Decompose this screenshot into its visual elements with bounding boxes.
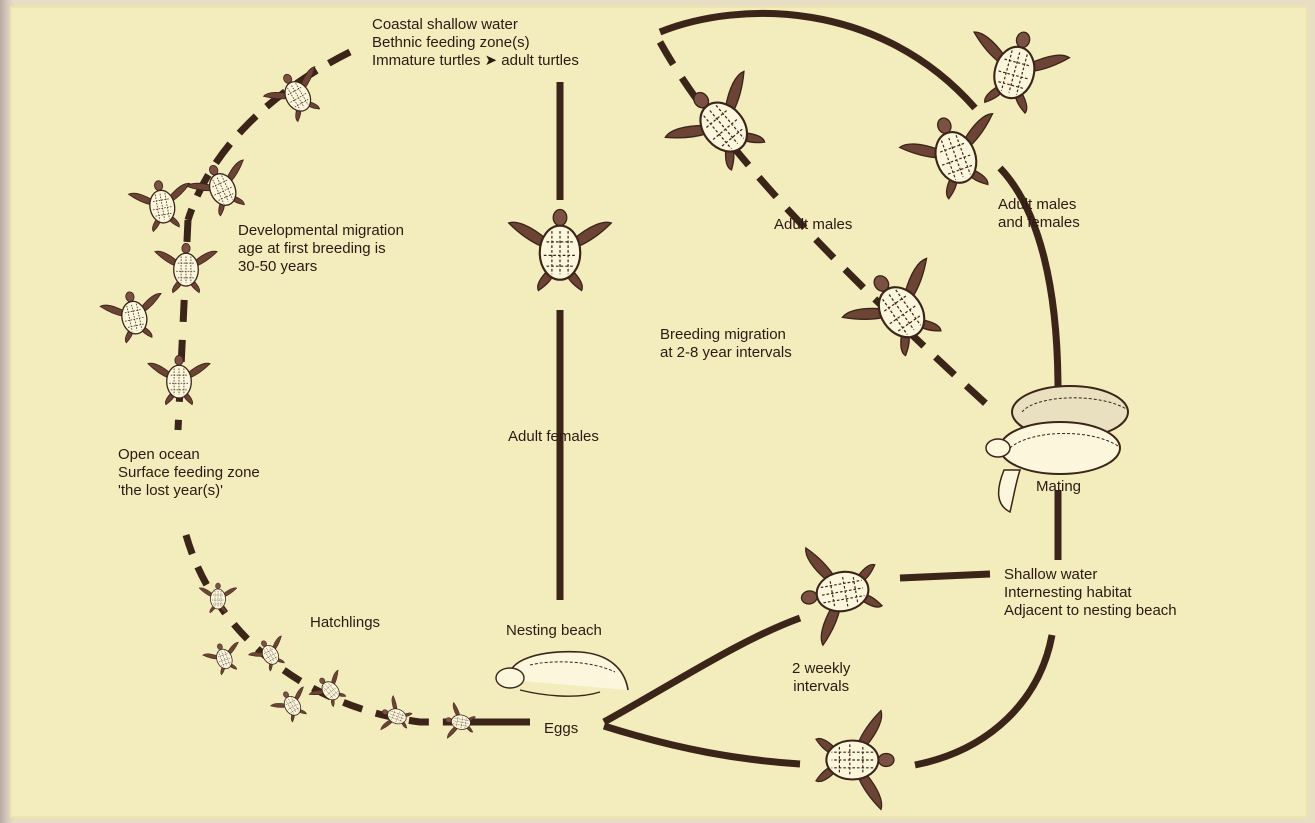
migrating-turtle bbox=[835, 247, 966, 372]
adult-females-label: Adult females bbox=[508, 428, 599, 446]
developmental-line-3: 30-50 years bbox=[238, 258, 404, 276]
breeding-migration-label: Breeding migration at 2-8 year intervals bbox=[660, 326, 792, 362]
adult-males-females-label: Adult males and females bbox=[998, 196, 1080, 232]
eggs-to-lower-loop bbox=[604, 726, 800, 764]
developmental-line-2: age at first breeding is bbox=[238, 240, 404, 258]
turtle-icon bbox=[98, 285, 169, 346]
adult-turtle bbox=[895, 101, 1015, 208]
life-cycle-paths bbox=[178, 13, 1058, 765]
weekly-line-2: intervals bbox=[792, 678, 850, 696]
turtle-icon bbox=[199, 583, 237, 613]
coastal-zone-label: Coastal shallow water Bethnic feeding zo… bbox=[372, 16, 579, 70]
shallow-line-2: Internesting habitat bbox=[1004, 584, 1177, 602]
breeding-arc-top bbox=[660, 13, 975, 108]
coastal-line-3: Immature turtles ➤ adult turtles bbox=[372, 52, 579, 70]
coastal-line-1: Coastal shallow water bbox=[372, 16, 579, 34]
turtle-icon bbox=[201, 637, 247, 678]
turtle-icon bbox=[260, 60, 335, 130]
breeding-line-1: Breeding migration bbox=[660, 326, 792, 344]
shallow-water-label: Shallow water Internesting habitat Adjac… bbox=[1004, 566, 1177, 620]
hatchlings-label: Hatchlings bbox=[310, 614, 380, 632]
adult-males-females-line-1: Adult males bbox=[998, 196, 1080, 214]
weekly-intervals-label: 2 weekly intervals bbox=[792, 660, 850, 696]
nesting-beach-label: Nesting beach bbox=[506, 622, 602, 640]
eggs-to-upper-loop bbox=[604, 618, 800, 722]
open-ocean-line-1: Open ocean bbox=[118, 446, 260, 464]
developmental-migration-label: Developmental migration age at first bre… bbox=[238, 222, 404, 276]
eggs-label: Eggs bbox=[544, 720, 578, 738]
immature-turtles-text: Immature turtles bbox=[372, 52, 480, 69]
internesting-turtle-lower bbox=[816, 711, 894, 810]
nesting-beach-turtle bbox=[496, 652, 628, 696]
open-ocean-label: Open ocean Surface feeding zone 'the los… bbox=[118, 446, 260, 500]
developmental-line-1: Developmental migration bbox=[238, 222, 404, 240]
turtle-icon bbox=[148, 355, 210, 404]
coastal-line-2: Bethnic feeding zone(s) bbox=[372, 34, 579, 52]
open-ocean-line-3: 'the lost year(s)' bbox=[118, 482, 260, 500]
upper-loop-to-shallow bbox=[900, 574, 990, 578]
hatchling-turtles bbox=[199, 583, 477, 742]
shallow-line-1: Shallow water bbox=[1004, 566, 1177, 584]
adult-male-turtle bbox=[657, 61, 788, 189]
adult-turtles-text: adult turtles bbox=[501, 52, 579, 69]
turtle-icon bbox=[268, 683, 316, 728]
adult-males-females-line-2: and females bbox=[998, 214, 1080, 232]
turtle-icon bbox=[155, 243, 217, 292]
mating-label: Mating bbox=[1036, 478, 1081, 496]
adult-female-turtle bbox=[509, 210, 612, 291]
weekly-line-1: 2 weekly bbox=[792, 660, 850, 678]
lower-loop-to-shallow bbox=[915, 635, 1052, 765]
shallow-line-3: Adjacent to nesting beach bbox=[1004, 602, 1177, 620]
turtle-icon bbox=[183, 153, 260, 224]
adult-males-label: Adult males bbox=[774, 216, 852, 234]
internesting-turtle-upper bbox=[793, 537, 887, 648]
arrow-icon: ➤ bbox=[485, 52, 498, 69]
breeding-line-2: at 2-8 year intervals bbox=[660, 344, 792, 362]
open-ocean-line-2: Surface feeding zone bbox=[118, 464, 260, 482]
